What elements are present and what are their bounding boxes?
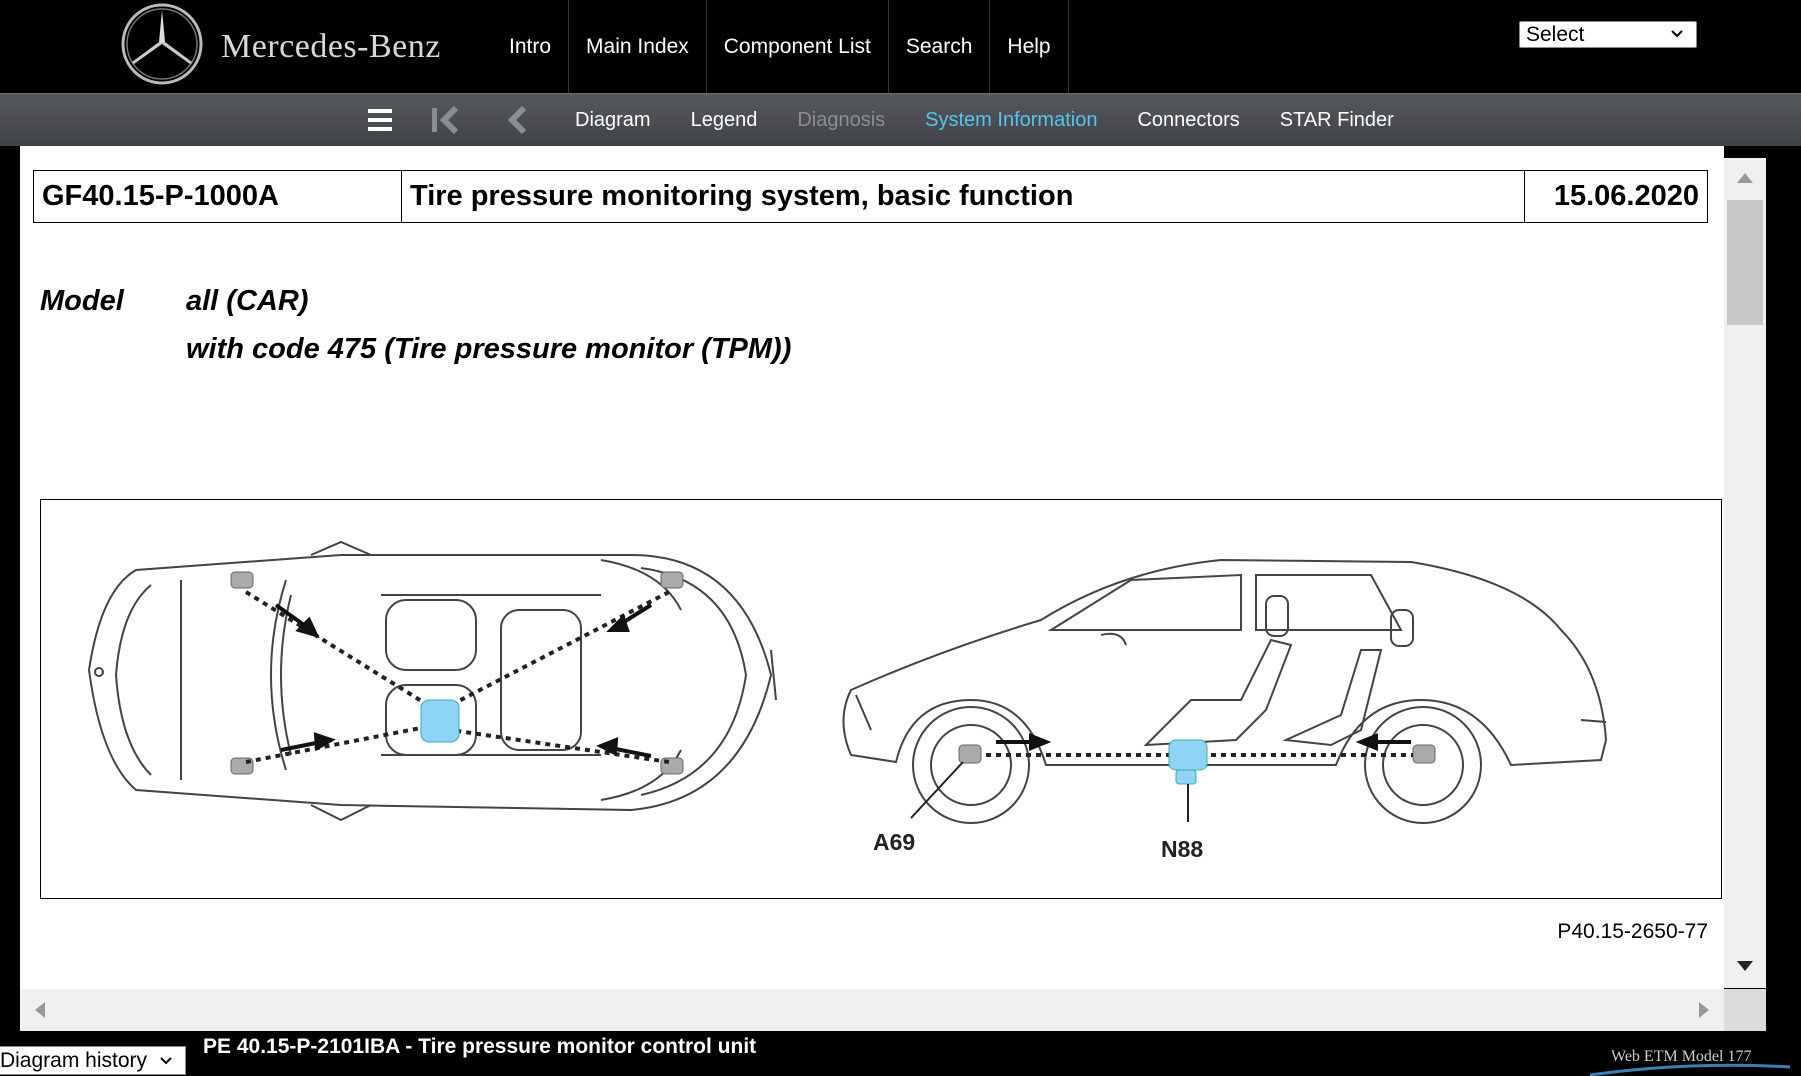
model-code: with code 475 (Tire pressure monitor (TP… — [186, 333, 792, 365]
top-header: Mercedes-Benz Intro Main Index Component… — [0, 0, 1801, 93]
scroll-right-icon[interactable] — [1698, 1001, 1710, 1019]
vertical-scroll-thumb[interactable] — [1727, 200, 1763, 325]
model-value: all (CAR) — [186, 285, 309, 317]
horizontal-scrollbar[interactable] — [20, 989, 1724, 1031]
diagram-history-value: Diagram history — [0, 1049, 147, 1072]
first-page-icon[interactable] — [430, 106, 464, 134]
document-code: GF40.15-P-1000A — [34, 171, 402, 222]
toolbar-tabs: Diagram Legend Diagnosis System Informat… — [555, 94, 1414, 147]
scroll-down-icon[interactable] — [1736, 960, 1754, 972]
tab-star-finder[interactable]: STAR Finder — [1279, 109, 1394, 131]
document-toolbar: Diagram Legend Diagnosis System Informat… — [0, 93, 1801, 146]
vertical-scrollbar[interactable] — [1724, 158, 1766, 988]
top-navigation: Intro Main Index Component List Search H… — [492, 0, 1069, 93]
document-viewer: GF40.15-P-1000A Tire pressure monitoring… — [20, 146, 1724, 989]
scroll-left-icon[interactable] — [34, 1001, 46, 1019]
tab-system-information[interactable]: System Information — [925, 109, 1098, 131]
scroll-up-icon[interactable] — [1736, 172, 1754, 184]
diagram-history-select[interactable]: Diagram history — [0, 1046, 186, 1075]
document-title: Tire pressure monitoring system, basic f… — [402, 171, 1525, 222]
related-document-link[interactable]: PE 40.15-P-2101IBA - Tire pressure monit… — [203, 1035, 757, 1058]
back-icon[interactable] — [504, 106, 530, 134]
nav-component-list[interactable]: Component List — [707, 0, 889, 93]
nav-main-index[interactable]: Main Index — [569, 0, 707, 93]
footer-bar: Diagram history PE 40.15-P-2101IBA - Tir… — [0, 1031, 1801, 1076]
model-select-value: Select — [1526, 23, 1585, 46]
model-select[interactable]: Select — [1519, 21, 1697, 48]
label-n88: N88 — [1161, 836, 1203, 862]
nav-intro[interactable]: Intro — [492, 0, 570, 93]
signal-paths-top — [244, 590, 670, 764]
car-side-view — [842, 558, 1608, 824]
product-name: Web ETM Model 177 — [1611, 1048, 1752, 1065]
chevron-down-icon — [160, 1057, 172, 1065]
wheel-sensors-side — [958, 744, 1436, 764]
tab-legend[interactable]: Legend — [690, 109, 758, 131]
mercedes-star-logo — [121, 3, 203, 85]
chevron-down-icon — [1671, 30, 1683, 38]
scrollbar-corner — [1724, 989, 1766, 1031]
tab-connectors[interactable]: Connectors — [1137, 109, 1240, 131]
control-unit-side-icon — [1168, 739, 1208, 771]
brand-name: Mercedes-Benz — [221, 28, 441, 65]
label-a69: A69 — [873, 829, 915, 855]
document-header-table: GF40.15-P-1000A Tire pressure monitoring… — [33, 170, 1708, 223]
document-date: 15.06.2020 — [1553, 180, 1699, 212]
swoosh-decoration — [1590, 1063, 1790, 1076]
model-label: Model — [40, 285, 124, 317]
signal-arrows-top — [274, 603, 653, 758]
tab-diagnosis: Diagnosis — [797, 109, 886, 131]
tpms-diagram: A69 N88 — [87, 540, 1608, 862]
nav-search[interactable]: Search — [889, 0, 991, 93]
figure-code: P40.15-2650-77 — [1557, 920, 1708, 943]
menu-icon[interactable] — [366, 106, 394, 134]
nav-help[interactable]: Help — [990, 0, 1069, 93]
control-unit-top-icon — [420, 699, 460, 743]
signal-arrows-side — [996, 733, 1411, 751]
system-diagram-figure: A69 N88 — [40, 499, 1722, 899]
tab-diagram[interactable]: Diagram — [575, 109, 651, 131]
